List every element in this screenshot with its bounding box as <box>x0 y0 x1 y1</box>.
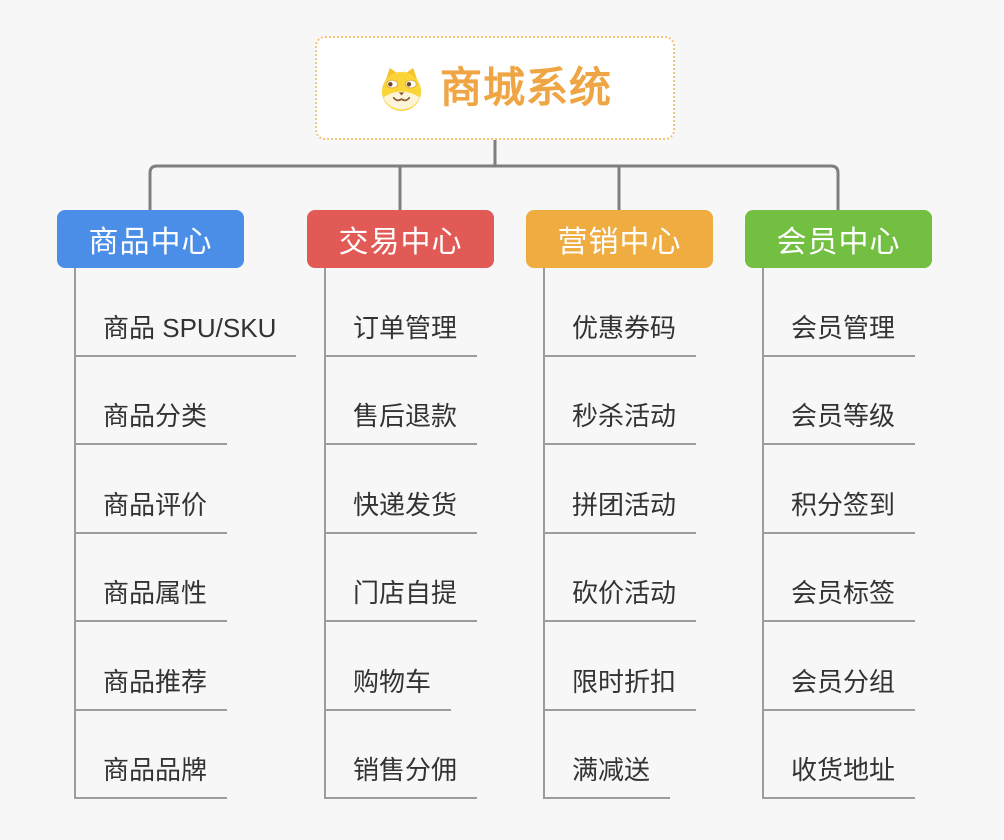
leaf-node[interactable]: 快递发货 <box>324 485 478 534</box>
branch-label: 会员中心 <box>776 226 901 259</box>
leaf-node[interactable]: 满减送 <box>543 750 671 799</box>
branch-column-marketing: 优惠券码 秒杀活动 拼团活动 砍价活动 限时折扣 满减送 <box>543 268 783 799</box>
leaf-node[interactable]: 会员分组 <box>762 662 916 711</box>
leaf-node[interactable]: 收货地址 <box>762 750 916 799</box>
leaf-node[interactable]: 会员管理 <box>762 308 916 357</box>
leaf-node[interactable]: 订单管理 <box>324 308 478 357</box>
leaf-node[interactable]: 商品属性 <box>74 573 228 622</box>
leaf-node[interactable]: 商品分类 <box>74 396 228 445</box>
branch-column-member: 会员管理 会员等级 积分签到 会员标签 会员分组 收货地址 <box>762 268 1002 799</box>
leaf-node[interactable]: 商品推荐 <box>74 662 228 711</box>
leaf-node[interactable]: 商品评价 <box>74 485 228 534</box>
root-node-label: 商城系统 <box>439 64 612 111</box>
branch-node-marketing-center[interactable]: 营销中心 <box>526 210 713 268</box>
connector-trunk <box>543 268 545 799</box>
leaf-node[interactable]: 商品 SPU/SKU <box>74 308 297 357</box>
leaf-node[interactable]: 砍价活动 <box>543 573 697 622</box>
leaf-node[interactable]: 优惠券码 <box>543 308 697 357</box>
branch-node-trade-center[interactable]: 交易中心 <box>307 210 494 268</box>
branch-node-product-center[interactable]: 商品中心 <box>57 210 244 268</box>
branch-label: 营销中心 <box>557 226 682 259</box>
leaf-node[interactable]: 门店自提 <box>324 573 478 622</box>
leaf-node[interactable]: 会员等级 <box>762 396 916 445</box>
branch-column-product: 商品 SPU/SKU 商品分类 商品评价 商品属性 商品推荐 商品品牌 <box>74 268 314 799</box>
leaf-node[interactable]: 限时折扣 <box>543 662 697 711</box>
leaf-node[interactable]: 积分签到 <box>762 485 916 534</box>
branch-column-trade: 订单管理 售后退款 快递发货 门店自提 购物车 销售分佣 <box>324 268 564 799</box>
leaf-node[interactable]: 售后退款 <box>324 396 478 445</box>
connector-trunk <box>324 268 326 799</box>
doge-face-icon <box>381 67 422 111</box>
leaf-node[interactable]: 购物车 <box>324 662 452 711</box>
leaf-node[interactable]: 拼团活动 <box>543 485 697 534</box>
connector-trunk <box>762 268 764 799</box>
leaf-node[interactable]: 销售分佣 <box>324 750 478 799</box>
branch-label: 商品中心 <box>88 226 213 259</box>
leaf-node[interactable]: 商品品牌 <box>74 750 228 799</box>
leaf-node[interactable]: 会员标签 <box>762 573 916 622</box>
branch-node-member-center[interactable]: 会员中心 <box>745 210 932 268</box>
branch-label: 交易中心 <box>338 226 463 259</box>
branch-rail-line <box>148 164 840 210</box>
connector-trunk <box>74 268 76 799</box>
leaf-node[interactable]: 秒杀活动 <box>543 396 697 445</box>
root-node[interactable]: 商城系统 <box>315 36 675 140</box>
